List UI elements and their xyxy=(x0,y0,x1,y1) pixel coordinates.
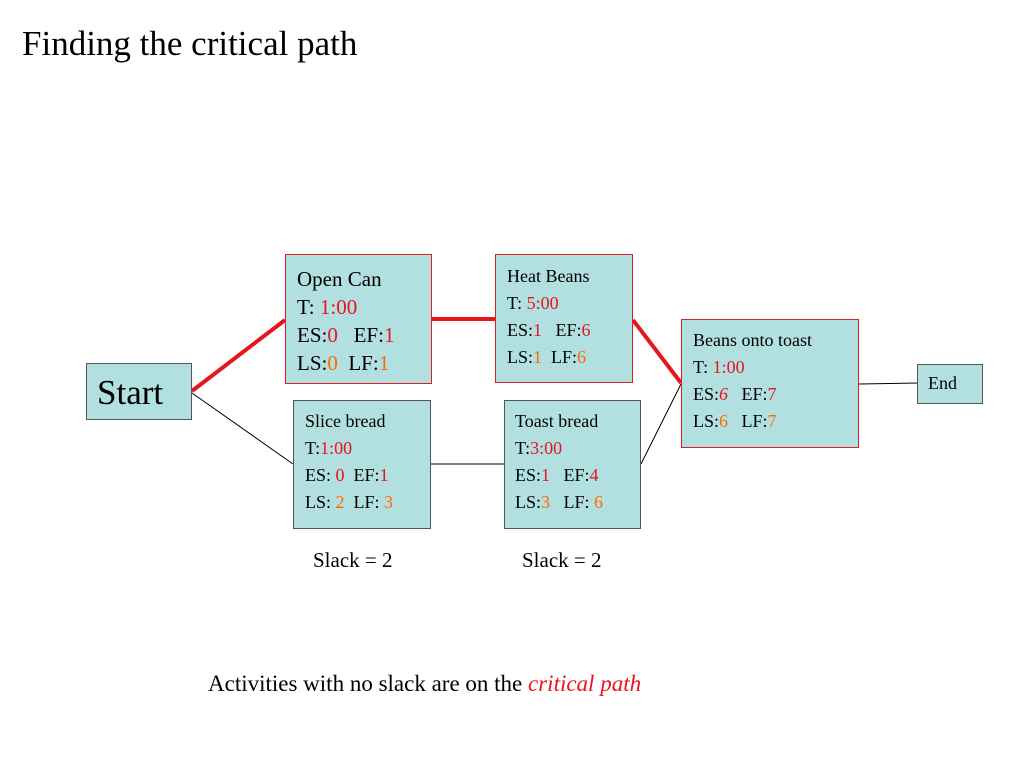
lf-label: LF: xyxy=(741,411,768,431)
activity-toast-bread: Toast bread T:3:00 ES:1 EF:4 LS:3 LF: 6 xyxy=(504,400,641,529)
early-row: ES: 0 EF:1 xyxy=(305,462,430,489)
late-row: LS:1 LF:6 xyxy=(507,344,632,371)
slack-label-toast-bread: Slack = 2 xyxy=(522,548,602,572)
ef-value: 6 xyxy=(581,320,591,340)
duration-value: 3:00 xyxy=(530,438,563,458)
footer-text: Activities with no slack are on the xyxy=(208,671,529,696)
duration-value: 1:00 xyxy=(319,295,358,319)
duration-label: T: xyxy=(297,295,320,319)
early-row: ES:0 EF:1 xyxy=(297,321,431,349)
duration-row: T:3:00 xyxy=(515,435,640,462)
activity-name: Open Can xyxy=(297,267,382,291)
ls-value: 6 xyxy=(719,411,729,431)
duration-value: 1:00 xyxy=(320,438,353,458)
duration-row: T: 5:00 xyxy=(507,290,632,317)
duration-label: T: xyxy=(515,438,531,458)
duration-label: T: xyxy=(507,293,527,313)
end-label: End xyxy=(928,373,957,393)
activity-name: Slice bread xyxy=(305,411,386,431)
es-label: ES: xyxy=(305,465,336,485)
es-label: ES: xyxy=(693,384,720,404)
activity-heat-beans: Heat Beans T: 5:00 ES:1 EF:6 LS:1 LF:6 xyxy=(495,254,633,383)
lf-value: 3 xyxy=(384,492,394,512)
late-row: LS: 2 LF: 3 xyxy=(305,489,430,516)
duration-value: 5:00 xyxy=(526,293,559,313)
ls-label: LS: xyxy=(305,492,336,512)
early-row: ES:1 EF:6 xyxy=(507,317,632,344)
lf-value: 1 xyxy=(378,351,390,375)
ls-value: 2 xyxy=(335,492,345,512)
edge-beans-toast-end xyxy=(858,382,918,385)
duration-row: T: 1:00 xyxy=(693,354,858,381)
duration-row: T: 1:00 xyxy=(297,293,431,321)
ef-value: 7 xyxy=(767,384,777,404)
edge-start-open-can xyxy=(190,318,287,393)
activity-name: Toast bread xyxy=(515,411,599,431)
es-label: ES: xyxy=(507,320,534,340)
duration-value: 1:00 xyxy=(712,357,745,377)
lf-label: LF: xyxy=(353,492,385,512)
late-row: LS:3 LF: 6 xyxy=(515,489,640,516)
lf-label: LF: xyxy=(551,347,578,367)
lf-value: 6 xyxy=(577,347,587,367)
slack-label-slice-bread: Slack = 2 xyxy=(313,548,393,572)
early-row: ES:1 EF:4 xyxy=(515,462,640,489)
ef-value: 4 xyxy=(589,465,599,485)
es-label: ES: xyxy=(515,465,542,485)
edge-start-slice-bread xyxy=(191,392,294,465)
es-value: 1 xyxy=(541,465,551,485)
page-title: Finding the critical path xyxy=(22,24,358,63)
es-value: 0 xyxy=(327,323,338,347)
activity-slice-bread: Slice bread T:1:00 ES: 0 EF:1 LS: 2 LF: … xyxy=(293,400,431,529)
ls-label: LS: xyxy=(297,351,328,375)
lf-label: LF: xyxy=(348,351,379,375)
late-row: LS:0 LF:1 xyxy=(297,349,431,377)
duration-label: T: xyxy=(305,438,321,458)
ef-label: EF: xyxy=(563,465,590,485)
footer-note: Activities with no slack are on the crit… xyxy=(208,671,641,697)
edge-toast-bread-beans-toast xyxy=(640,383,682,465)
ls-value: 0 xyxy=(327,351,338,375)
ef-label: EF: xyxy=(555,320,582,340)
lf-value: 7 xyxy=(767,411,777,431)
early-row: ES:6 EF:7 xyxy=(693,381,858,408)
lf-value: 6 xyxy=(594,492,604,512)
es-value: 6 xyxy=(719,384,729,404)
es-label: ES: xyxy=(297,323,328,347)
ef-value: 1 xyxy=(379,465,389,485)
es-value: 0 xyxy=(335,465,345,485)
ef-value: 1 xyxy=(383,323,395,347)
start-node: Start xyxy=(86,363,192,420)
activity-beans-onto-toast: Beans onto toast T: 1:00 ES:6 EF:7 LS:6 … xyxy=(681,319,859,448)
activity-open-can: Open Can T: 1:00 ES:0 EF:1 LS:0 LF:1 xyxy=(285,254,432,384)
ls-label: LS: xyxy=(515,492,542,512)
lf-label: LF: xyxy=(563,492,595,512)
activity-name: Beans onto toast xyxy=(693,330,812,350)
duration-label: T: xyxy=(693,357,713,377)
es-value: 1 xyxy=(533,320,543,340)
activity-name: Heat Beans xyxy=(507,266,590,286)
edge-heat-beans-beans-toast xyxy=(631,318,683,385)
late-row: LS:6 LF:7 xyxy=(693,408,858,435)
ef-label: EF: xyxy=(741,384,768,404)
ls-label: LS: xyxy=(693,411,720,431)
duration-row: T:1:00 xyxy=(305,435,430,462)
ef-label: EF: xyxy=(353,323,384,347)
footer-emphasis: critical path xyxy=(528,671,642,696)
start-label: Start xyxy=(97,373,164,412)
ef-label: EF: xyxy=(353,465,380,485)
ls-label: LS: xyxy=(507,347,534,367)
end-node: End xyxy=(917,364,983,404)
ls-value: 3 xyxy=(541,492,551,512)
ls-value: 1 xyxy=(533,347,543,367)
